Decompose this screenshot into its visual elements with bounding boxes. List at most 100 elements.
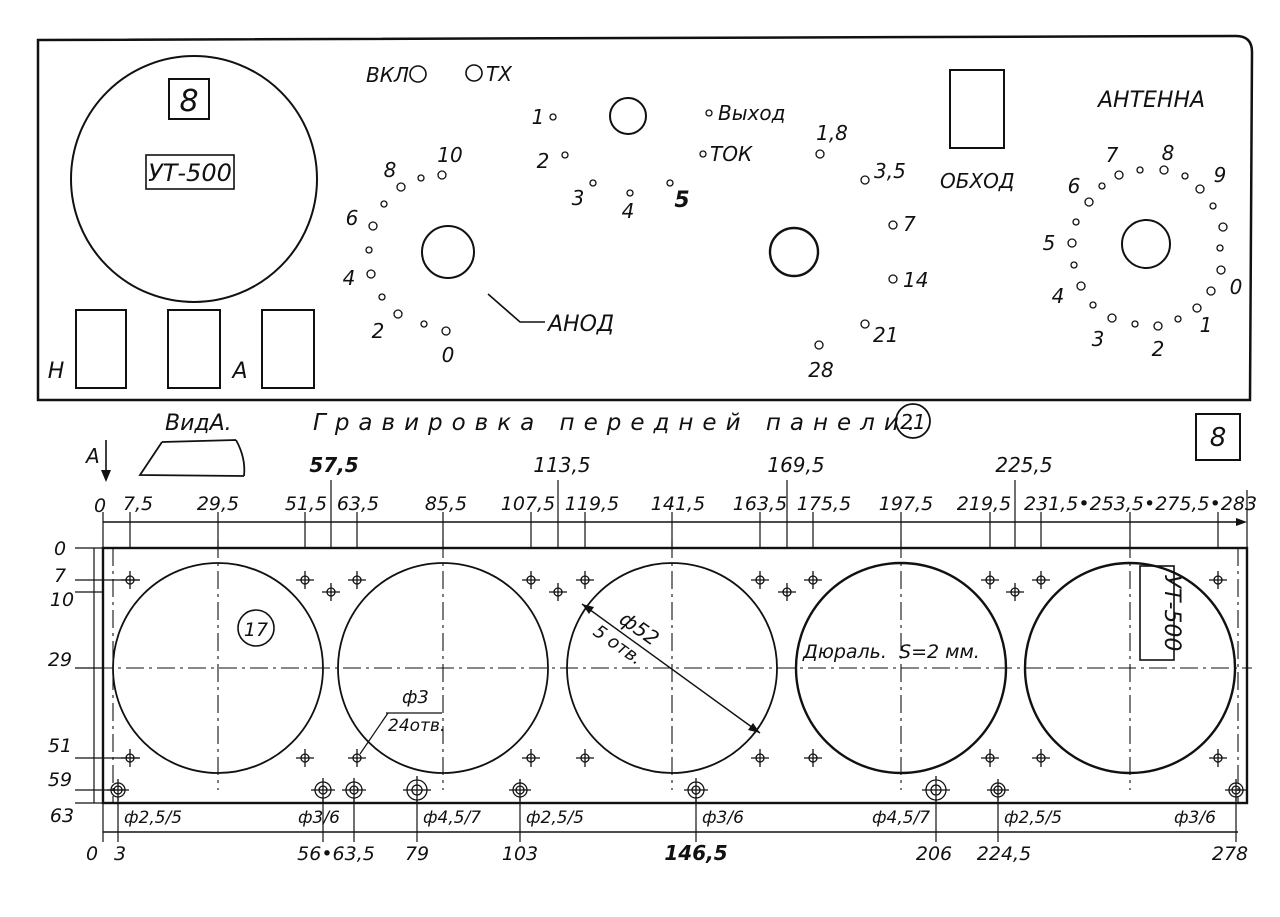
meter-position-1: 1 (532, 105, 545, 129)
top-dim-51-5: 51,5 (285, 493, 327, 515)
power-switch-labels: ВКЛ ТХ (366, 62, 513, 87)
top-dim-219-5: 219,5 (957, 493, 1011, 515)
band-scale-3-5: 3,5 (874, 159, 906, 183)
countersunk-holes (107, 776, 1247, 804)
top-dim-197-5: 197,5 (879, 493, 933, 515)
view-label: ВидА. (165, 411, 232, 436)
top-dim-57-5: 57,5 (309, 453, 358, 477)
left-dim-51: 51 (48, 735, 72, 757)
label-h: Н (48, 359, 65, 384)
bottom-hole-label-4: ф2,5/5 (526, 808, 584, 828)
band-scale-21: 21 (873, 323, 898, 347)
anode-scale-0: 0 (442, 343, 455, 367)
switch-on-label: ВКЛ (366, 63, 409, 87)
plate: 17 ф52 5 отв. ф3 24отв. Дюраль. S=2 мм. … (95, 540, 1252, 805)
top-dim-0: 0 (94, 495, 106, 517)
antenna-scale-4: 4 (1052, 284, 1065, 308)
left-dim-7: 7 (54, 565, 66, 587)
plate-meter-label: УТ-500 (1159, 575, 1184, 652)
band-scale-28: 28 (808, 358, 833, 382)
meter-switch: 1 2 3 4 5 Выход ТОК (532, 97, 785, 223)
antenna-label: АНТЕННА (1096, 88, 1205, 113)
top-dim-107-5: 107,5 (501, 493, 555, 515)
cutouts (112, 561, 1237, 775)
top-dim-113-5: 113,5 (533, 453, 590, 477)
top-dim-225-5: 225,5 (995, 453, 1052, 477)
label-a: А (230, 359, 247, 384)
bottom-dim-103: 103 (502, 843, 538, 865)
bottom-hole-label-3: ф4,5/7 (423, 808, 481, 828)
antenna-knob: АНТЕННА 0 1 2 3 (1043, 88, 1243, 361)
anode-label: АНОД (546, 312, 614, 337)
anode-scale-6: 6 (346, 206, 359, 230)
antenna-scale-1: 1 (1200, 313, 1213, 337)
sheet-badge: 8 (1210, 423, 1227, 453)
bypass-label: ОБХОД (940, 169, 1015, 193)
switch-tx-label: ТХ (486, 62, 513, 86)
small-hole-count: 24отв. (388, 716, 445, 736)
meter: 8 УТ-500 (70, 55, 318, 303)
front-panel: 8 УТ-500 Н А ВКЛ ТХ (36, 34, 1254, 402)
left-dim-63: 63 (50, 805, 74, 827)
top-dimensions: 57,5 113,5 169,5 225,5 0 7,5 29,5 51,5 6… (94, 453, 1257, 548)
antenna-scale-0: 0 (1230, 275, 1243, 299)
top-dim-7-5: 7,5 (123, 493, 153, 515)
bottom-dim-0: 0 (86, 843, 98, 865)
bottom-hole-label-8: ф3/6 (1174, 808, 1216, 828)
anode-scale-8: 8 (384, 158, 397, 182)
meter-position-4: 4 (622, 199, 635, 223)
bottom-dim-56-63-5: 56•63,5 (297, 843, 375, 865)
top-dim-29-5: 29,5 (197, 493, 239, 515)
anode-scale-4: 4 (343, 266, 356, 290)
bottom-dim-224-5: 224,5 (977, 843, 1031, 865)
bottom-hole-label-2: ф3/6 (298, 808, 340, 828)
antenna-scale-9: 9 (1214, 163, 1227, 187)
view-arrow-label: А (84, 444, 100, 468)
top-dim-231-to-283: 231,5•253,5•275,5•283 (1024, 493, 1257, 515)
meter-position-2: 2 (537, 149, 550, 173)
bypass: ОБХОД (940, 69, 1015, 193)
top-dim-63-5: 63,5 (337, 493, 379, 515)
bottom-hole-label-5: ф3/6 (702, 808, 744, 828)
meter-label: УТ-500 (148, 159, 232, 187)
bottom-dim-146-5: 146,5 (664, 841, 727, 865)
band-scale-14: 14 (903, 268, 928, 292)
material-note: Дюраль. S=2 мм. (802, 641, 980, 663)
top-dim-141-5: 141,5 (651, 493, 705, 515)
band-scale-1-8: 1,8 (816, 121, 848, 145)
bottom-dim-3: 3 (114, 843, 126, 865)
left-dim-59: 59 (48, 769, 72, 791)
anode-scale-2: 2 (372, 319, 385, 343)
antenna-scale-6: 6 (1068, 174, 1081, 198)
antenna-scale-2: 2 (1152, 337, 1165, 361)
mounting-holes (121, 571, 1227, 767)
antenna-scale-3: 3 (1092, 327, 1105, 351)
top-dim-85-5: 85,5 (425, 493, 467, 515)
antenna-scale-7: 7 (1106, 143, 1119, 167)
bottom-hole-label-7: ф2,5/5 (1004, 808, 1062, 828)
drawing-title: Гравировка передней панели. (313, 410, 924, 436)
bottom-dim-79: 79 (405, 843, 429, 865)
band-scale-7: 7 (903, 212, 916, 236)
left-dimensions: 0 7 10 29 51 59 63 (48, 538, 140, 827)
bottom-hole-label-1: ф2,5/5 (124, 808, 182, 828)
band-switch: 1,8 3,5 7 14 21 28 (768, 121, 928, 382)
top-dim-175-5: 175,5 (797, 493, 851, 515)
top-dim-169-5: 169,5 (767, 453, 824, 477)
bottom-dim-206: 206 (916, 843, 952, 865)
antenna-scale-8: 8 (1162, 141, 1175, 165)
meter-position-3: 3 (572, 186, 585, 210)
caption: А ВидА. Гравировка передней панели. 21 8 (84, 403, 1241, 482)
left-dim-0: 0 (54, 538, 66, 560)
left-dim-29: 29 (48, 649, 72, 671)
current-label: ТОК (710, 142, 753, 166)
bottom-dimensions: ф2,5/5 ф3/6 ф4,5/7 ф2,5/5 ф3/6 ф4,5/7 ф2… (86, 798, 1248, 865)
meter-badge: 8 (179, 84, 198, 119)
meter-position-5: 5 (674, 188, 689, 213)
plate-part-number: 17 (244, 619, 268, 641)
bottom-dim-278: 278 (1212, 843, 1248, 865)
top-dim-119-5: 119,5 (565, 493, 619, 515)
bottom-windows: Н А (48, 309, 315, 389)
left-dim-10: 10 (50, 589, 74, 611)
